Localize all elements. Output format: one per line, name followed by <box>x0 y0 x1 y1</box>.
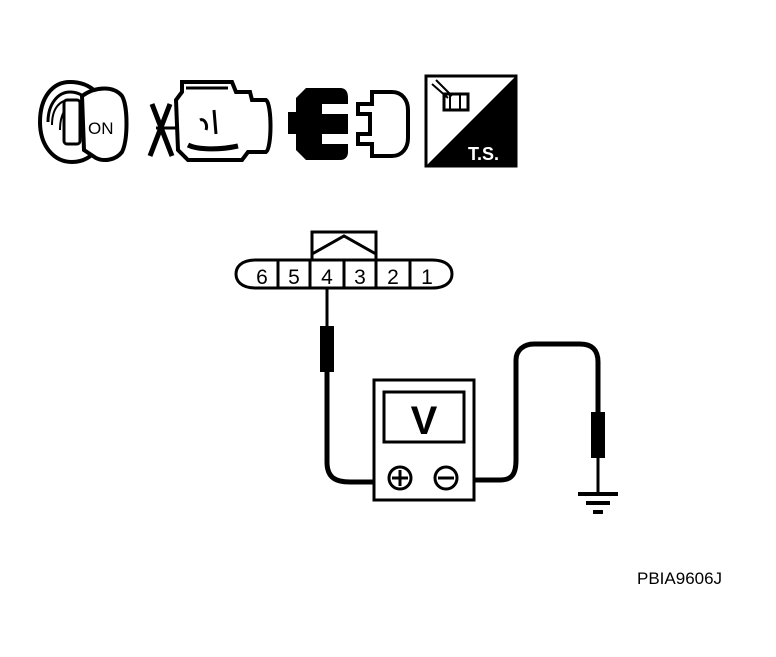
ground-symbol-icon <box>578 492 618 514</box>
negative-probe-lead <box>462 341 605 494</box>
voltmeter-v-label: V <box>411 399 438 443</box>
pin-label-5: 5 <box>288 266 300 289</box>
harness-connector: 6 5 4 3 2 1 <box>234 230 454 290</box>
pin-label-3: 3 <box>354 266 366 289</box>
engine-stop-icon <box>147 80 273 162</box>
voltmeter: V <box>372 378 476 502</box>
positive-terminal-icon <box>387 465 413 491</box>
positive-probe-lead <box>320 288 380 485</box>
figure-code: PBIA9606J <box>637 569 722 588</box>
ignition-on-icon: ON <box>37 79 129 165</box>
trouble-diagnosis-icon: T.S. <box>424 74 518 168</box>
pin-label-4: 4 <box>321 266 333 289</box>
pin-label-1: 1 <box>421 266 433 289</box>
ignition-on-label: ON <box>88 119 114 138</box>
connector-disconnect-icon <box>288 88 410 160</box>
pin-label-6: 6 <box>256 266 268 289</box>
trouble-ts-label: T.S. <box>468 144 499 164</box>
negative-terminal-icon <box>433 465 459 491</box>
pin-label-2: 2 <box>387 266 399 289</box>
